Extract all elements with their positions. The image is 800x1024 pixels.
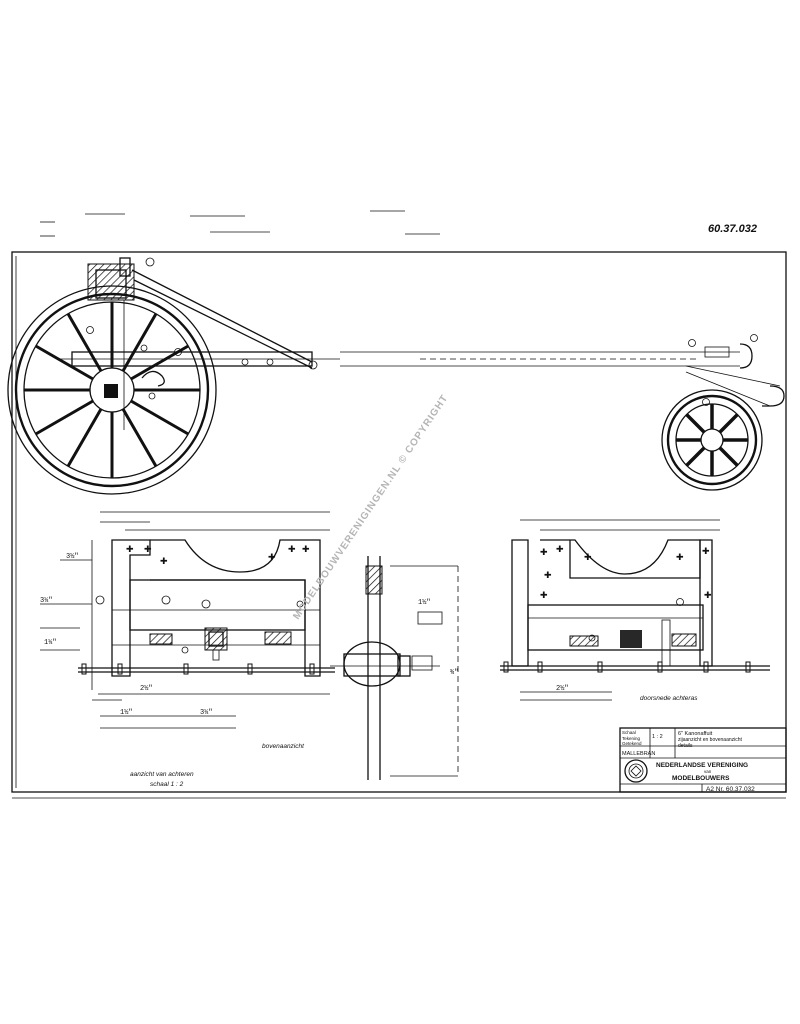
svg-text:¾": ¾": [450, 669, 458, 677]
axle-bolt: [703, 661, 709, 673]
wheel-spoke: [718, 413, 739, 434]
title-row-label-scale: Schaal: [622, 730, 636, 735]
annotation-top-view: bovenaanzicht: [262, 743, 305, 750]
society-line-3: MODELBOUWERS: [672, 775, 730, 782]
sheet-reference: A2 Nr. 60.37.032: [706, 786, 755, 793]
axle-bolt: [657, 661, 663, 673]
rear-view: 3¼" 3½" 1¼" ✚ ✚ ✚ ✚ ✚ ✚ 2½": [40, 511, 335, 729]
wheel-spoke: [35, 344, 94, 381]
side-view-elevation: [7, 257, 785, 495]
axle-bolt: [597, 661, 603, 673]
title-scale-value: 1 : 2: [652, 734, 663, 740]
title-row-label-drawing: Tekening: [622, 736, 641, 741]
axle-bolt: [537, 661, 543, 673]
title-object-name: 6" Kanonaffuit: [678, 731, 713, 737]
svg-text:✚: ✚: [676, 552, 684, 562]
svg-text:3¼": 3¼": [200, 709, 213, 717]
top-header-marks: [40, 210, 440, 237]
axle-bolt: [183, 663, 189, 675]
svg-text:✚: ✚: [144, 544, 152, 554]
drawing-number: 60.37.032: [708, 223, 757, 235]
annotation-rear-scale: schaal 1 : 2: [150, 781, 184, 788]
wheel-spoke: [66, 408, 103, 467]
society-seal-logo: [624, 759, 648, 783]
svg-text:2½": 2½": [556, 684, 569, 693]
svg-text:✚: ✚: [126, 544, 134, 554]
axle-bolt: [81, 663, 87, 675]
title-object-sub: details: [678, 743, 693, 749]
svg-text:1¼": 1¼": [44, 639, 57, 647]
svg-text:3¼": 3¼": [40, 597, 53, 605]
top-view: ✚ ✚ ✚ ✚ ✚ ✚ ✚ ✚ 2½": [500, 519, 770, 701]
axle-bolt: [117, 663, 123, 675]
wheel-spoke: [35, 399, 94, 436]
title-block: Schaal Tekening Getekend 1 : 2 6" Kanona…: [619, 727, 787, 793]
axle-bolt: [309, 663, 315, 675]
svg-text:✚: ✚: [302, 544, 310, 554]
wheel-spoke: [718, 446, 739, 467]
svg-text:✚: ✚: [160, 556, 168, 566]
svg-text:✚: ✚: [540, 590, 548, 600]
title-row-label-drawn: Getekend: [622, 741, 642, 746]
svg-text:2½": 2½": [140, 684, 153, 693]
svg-text:1½": 1½": [120, 708, 133, 717]
axle-section-view: 1½" ¾": [330, 556, 458, 780]
svg-text:✚: ✚: [544, 570, 552, 580]
front-wheel: [661, 389, 763, 491]
wheel-spoke: [685, 413, 706, 434]
axle-bolt: [745, 661, 751, 673]
svg-text:1½": 1½": [418, 598, 431, 607]
annotation-axle-section: doorsnede achteras: [640, 695, 698, 702]
svg-text:3½": 3½": [66, 552, 79, 561]
axle-bolt: [247, 663, 253, 675]
svg-text:✚: ✚: [584, 552, 592, 562]
wheel-spoke: [121, 408, 158, 467]
svg-text:✚: ✚: [288, 544, 296, 554]
wheel-spoke: [66, 313, 103, 372]
axle-bolt: [503, 661, 509, 673]
main-wheel: [7, 285, 217, 495]
title-object-desc: zijaanzicht en bovenaanzicht: [678, 737, 743, 743]
wheel-spoke: [121, 313, 158, 372]
svg-text:✚: ✚: [556, 544, 564, 554]
svg-text:✚: ✚: [268, 552, 276, 562]
title-drawn-by: MALLEBRAN: [622, 751, 655, 757]
svg-text:✚: ✚: [704, 590, 712, 600]
svg-text:✚: ✚: [702, 546, 710, 556]
annotation-rear-view: aanzicht van achteren: [130, 771, 194, 778]
society-line-2: van: [704, 769, 712, 774]
sheet-border: [11, 251, 787, 793]
wheel-spoke: [685, 446, 706, 467]
society-line-1: NEDERLANDSE VERENIGING: [656, 762, 748, 769]
svg-text:✚: ✚: [540, 547, 548, 557]
wheel-spoke: [130, 399, 189, 436]
